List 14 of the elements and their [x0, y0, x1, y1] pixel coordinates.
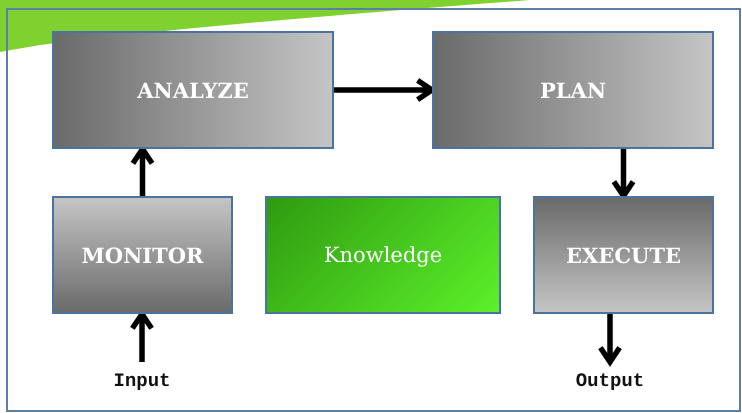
- process-box: [432, 31, 714, 149]
- box-label: ANALYZE: [137, 78, 249, 102]
- box-label: MONITOR: [82, 242, 204, 268]
- process-box: [533, 196, 714, 314]
- box-label: PLAN: [540, 78, 606, 102]
- input-label: Input: [113, 370, 170, 392]
- box-label: EXECUTE: [566, 242, 681, 268]
- arrow: [611, 149, 636, 199]
- knowledge-box: [265, 196, 501, 314]
- output-label: Output: [576, 370, 644, 392]
- process-box: [52, 31, 334, 149]
- arrow: [598, 314, 622, 365]
- box-label: Knowledge: [324, 243, 442, 267]
- process-box: [52, 196, 233, 314]
